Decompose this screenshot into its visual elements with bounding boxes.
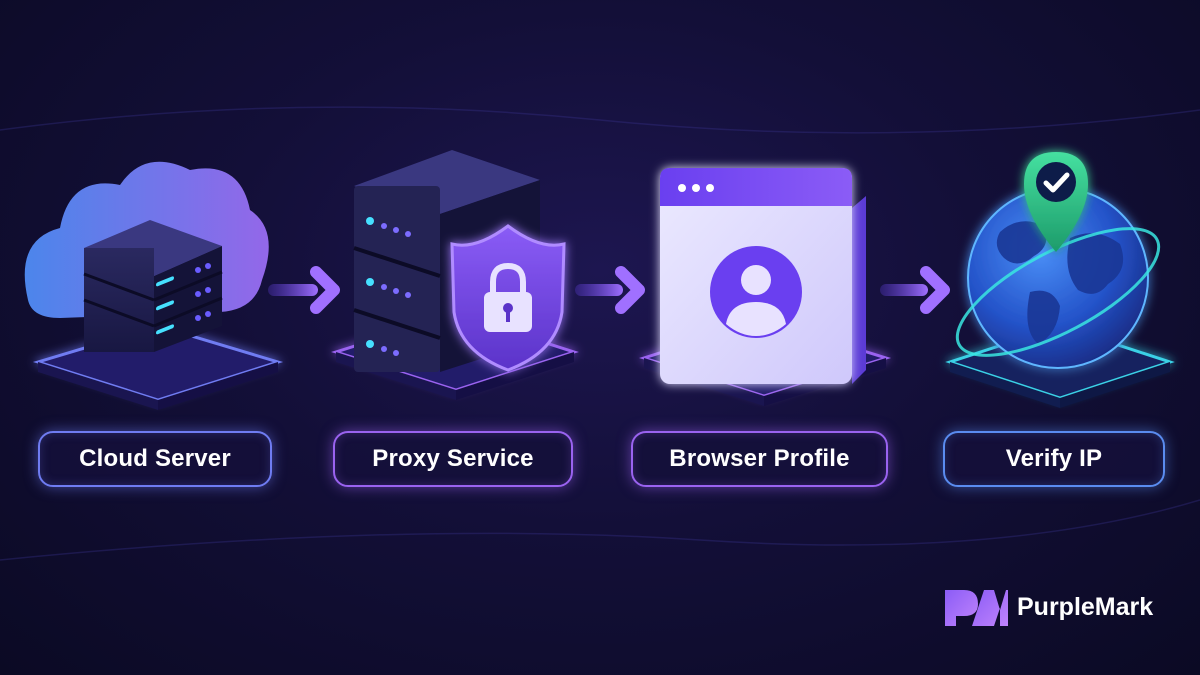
cloud-server-icon (24, 161, 284, 410)
browser-profile-icon (639, 168, 892, 406)
brand: PurpleMark (943, 585, 1153, 629)
arrow-right-icon (880, 266, 950, 314)
purplemark-logo-icon (945, 590, 1008, 626)
location-pin-icon (1024, 152, 1088, 252)
padlock-icon (484, 262, 532, 332)
shield-lock-server-icon (331, 150, 579, 400)
globe-check-icon (945, 152, 1175, 408)
step-label-verify-ip: Verify IP (943, 431, 1165, 487)
brand-logo-spacer (943, 607, 1007, 608)
step-label-cloud-server: Cloud Server (38, 431, 272, 487)
step-label-proxy-service: Proxy Service (333, 431, 573, 487)
server-rack (83, 220, 223, 352)
brand-name: PurpleMark (1017, 592, 1154, 621)
step-label-browser-profile: Browser Profile (631, 431, 888, 487)
arrow-right-icon (575, 266, 645, 314)
arrow-right-icon (268, 266, 340, 314)
background-lines (0, 106, 1200, 561)
